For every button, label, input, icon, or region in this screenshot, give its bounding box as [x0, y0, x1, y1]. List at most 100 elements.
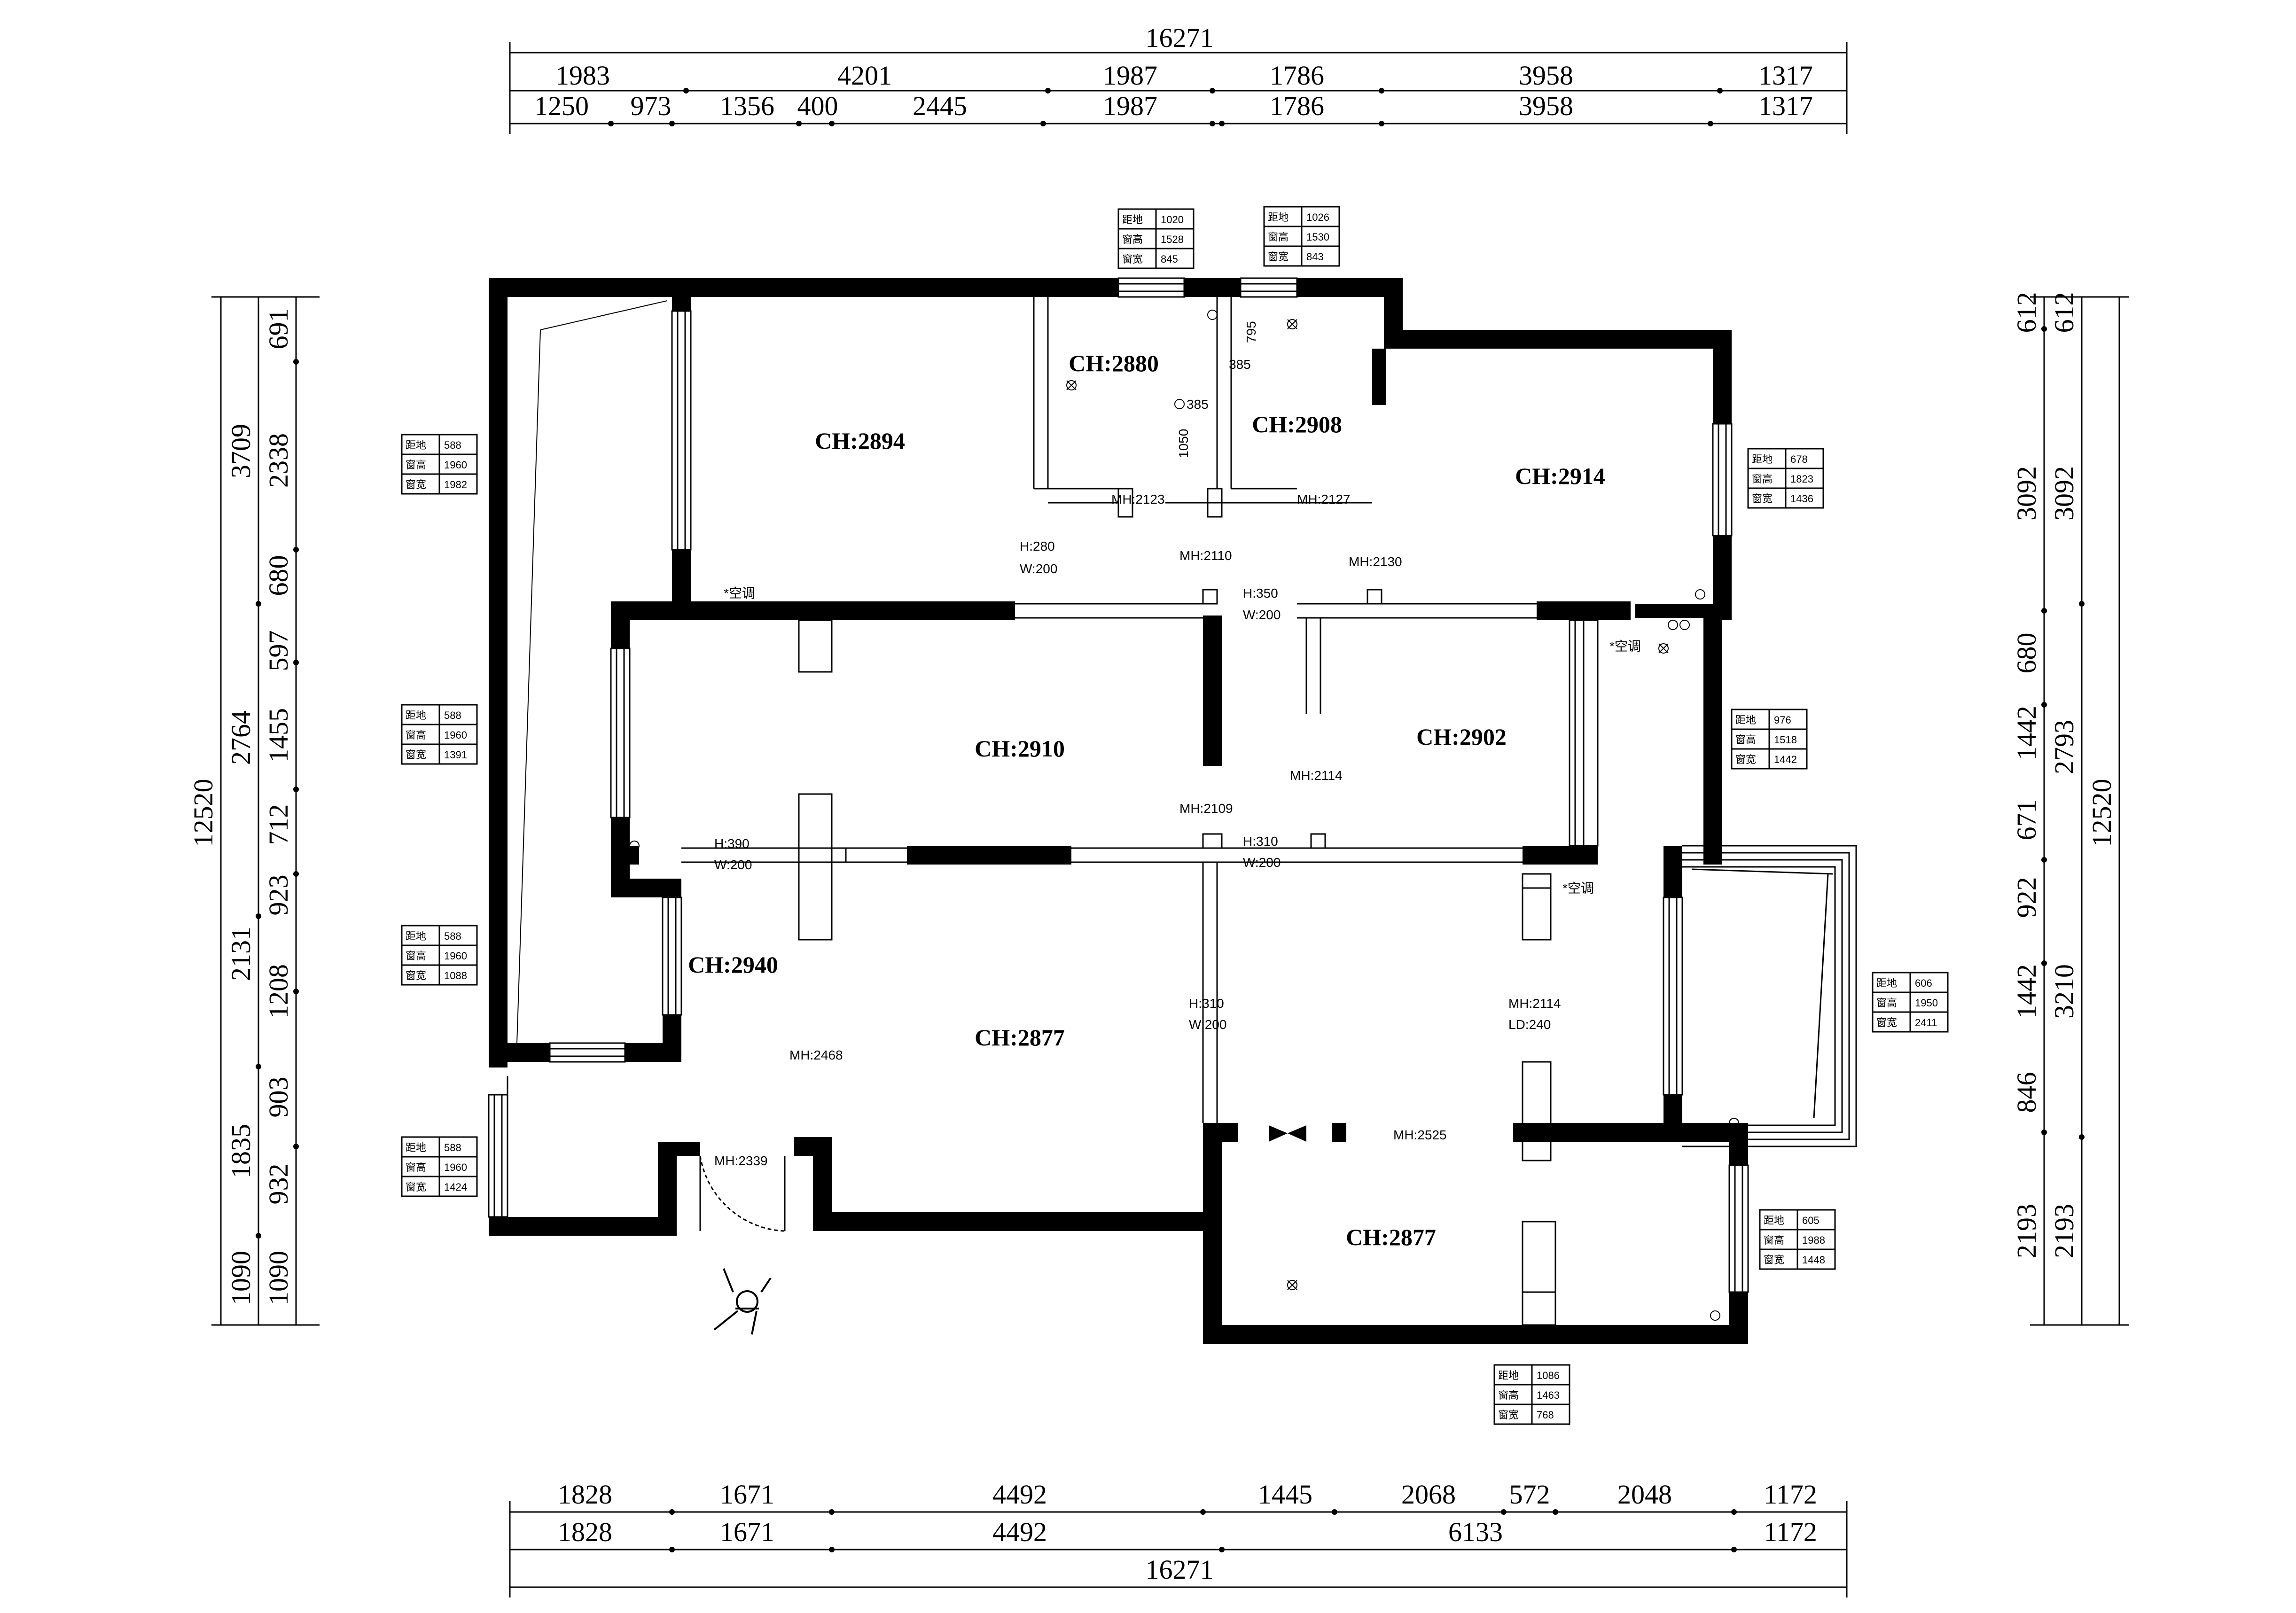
- dim-label: 572: [1509, 1479, 1550, 1510]
- note: MH:2109: [1179, 801, 1233, 816]
- dim-label: 597: [263, 631, 294, 671]
- dim-label: 1442: [2011, 706, 2042, 760]
- room-label: CH:2894: [815, 428, 905, 454]
- room-label: CH:2908: [1252, 411, 1342, 437]
- partitions: [507, 297, 1556, 1326]
- dim-label: 973: [631, 91, 672, 121]
- window-spec-key: 窗高: [406, 459, 426, 471]
- window-spec-value: 1026: [1306, 211, 1329, 223]
- dim-label: 4201: [837, 60, 892, 91]
- note: 795: [1244, 321, 1258, 343]
- dimension-ticks: [256, 88, 2085, 1552]
- window-spec-key: 距地: [406, 709, 426, 721]
- dim-label: 3958: [1519, 60, 1573, 91]
- window-spec-value: 1960: [444, 729, 467, 741]
- window-spec-key: 窗宽: [406, 479, 426, 491]
- dim-label: 1455: [263, 708, 294, 763]
- dim-label: 1172: [1764, 1517, 1817, 1547]
- window-spec-value: 1528: [1161, 234, 1184, 245]
- windows: [488, 277, 1749, 1293]
- window-spec-key: 距地: [1498, 1370, 1519, 1381]
- window-spec-value: 588: [444, 439, 461, 451]
- ac-note: *空调: [724, 586, 755, 600]
- room-label: CH:2877: [975, 1024, 1065, 1051]
- window-spec-value: 1436: [1790, 493, 1813, 505]
- window-spec-value: 1960: [444, 950, 467, 962]
- dim-label: 903: [263, 1077, 294, 1118]
- dim-left-row2: 691 2338 680 597 1455 712 923 1208 903 9…: [263, 309, 294, 1306]
- window-spec-value: 1823: [1790, 473, 1813, 485]
- window-spec-value: 1463: [1537, 1389, 1560, 1401]
- room-label: CH:2940: [688, 951, 778, 978]
- window-spec-value: 1086: [1537, 1370, 1560, 1381]
- note: MH:2130: [1349, 554, 1402, 569]
- dim-label: 3092: [2049, 466, 2079, 521]
- dim-label: 2338: [263, 433, 294, 488]
- window-spec-key: 窗宽: [1876, 1017, 1897, 1029]
- note: 385: [1229, 357, 1251, 372]
- dim-right-row1: 612 3092 2793 3210 2193: [2049, 292, 2079, 1259]
- dim-label: 1987: [1103, 91, 1157, 121]
- entrance-door: [699, 1155, 786, 1232]
- window-spec-key: 窗高: [1764, 1234, 1784, 1246]
- note: MH:2525: [1393, 1128, 1447, 1142]
- dim-label: 1671: [720, 1517, 774, 1547]
- window-spec-value: 1960: [444, 1161, 467, 1173]
- dim-left-total: 12520: [188, 779, 219, 847]
- room-label: CH:2914: [1515, 463, 1605, 489]
- window-spec-key: 窗高: [1268, 231, 1289, 243]
- dim-bottom-total: 16271: [1146, 1554, 1214, 1585]
- dim-label: 3210: [2049, 964, 2079, 1019]
- note: MH:2123: [1111, 492, 1165, 506]
- light-fixtures: [629, 310, 1739, 1321]
- dim-label: 3709: [226, 424, 256, 478]
- dim-label: 1208: [263, 964, 294, 1019]
- dim-label: 3958: [1519, 91, 1573, 121]
- dim-label: 6133: [1448, 1517, 1503, 1547]
- window-spec-value: 768: [1537, 1409, 1554, 1421]
- person-figure: [713, 1268, 772, 1335]
- window-spec-value: 1530: [1306, 231, 1329, 243]
- note: 1050: [1176, 429, 1191, 458]
- window-spec-key: 窗高: [406, 729, 426, 741]
- window-spec-value: 1982: [444, 479, 467, 491]
- dim-bottom-row1: 1828 1671 4492 1445 2068 572 2048 1172: [558, 1479, 1817, 1510]
- note: 385: [1187, 397, 1209, 412]
- dim-top-total: 16271: [1146, 23, 1214, 53]
- window-spec-value: 606: [1915, 977, 1932, 989]
- note: LD:240: [1508, 1017, 1551, 1032]
- window-spec-key: 窗宽: [1122, 253, 1143, 265]
- window-spec-value: 1448: [1802, 1254, 1825, 1266]
- dim-label: 1987: [1103, 60, 1157, 91]
- dim-label: 612: [2011, 292, 2042, 333]
- dim-label: 1090: [226, 1251, 256, 1305]
- window-spec-key: 窗宽: [406, 1181, 426, 1193]
- room-label: CH:2902: [1416, 724, 1507, 750]
- dim-right-row2: 612 3092 680 1442 671 922 1442 846 2193: [2011, 292, 2042, 1259]
- room-label: CH:2877: [1346, 1224, 1436, 1250]
- dim-label: 932: [263, 1164, 294, 1205]
- window-spec-key: 窗宽: [1764, 1254, 1784, 1266]
- dim-label: 680: [263, 555, 294, 596]
- window-spec-key: 距地: [1268, 211, 1289, 223]
- dim-top-row1: 1983 4201 1987 1786 3958 1317: [555, 60, 1813, 91]
- dim-label: 1671: [720, 1479, 774, 1510]
- room-label: CH:2880: [1069, 350, 1159, 376]
- note: MH:2339: [714, 1153, 768, 1168]
- dim-label: 1445: [1258, 1479, 1312, 1510]
- dim-label: 1172: [1764, 1479, 1817, 1510]
- window-spec-key: 距地: [406, 439, 426, 451]
- dim-top-row2: 1250 973 1356 400 2445 1987 1786 3958 13…: [534, 91, 1813, 121]
- window-spec-key: 窗高: [1498, 1389, 1519, 1401]
- window-spec-key: 距地: [1122, 214, 1143, 226]
- dim-label: 1786: [1270, 60, 1324, 91]
- dim-label: 1442: [2011, 964, 2042, 1019]
- note: W:200: [714, 857, 752, 872]
- window-spec-value: 605: [1802, 1215, 1820, 1226]
- room-labels: CH:2894 CH:2880 CH:2908 CH:2914 CH:2910 …: [688, 350, 1605, 1250]
